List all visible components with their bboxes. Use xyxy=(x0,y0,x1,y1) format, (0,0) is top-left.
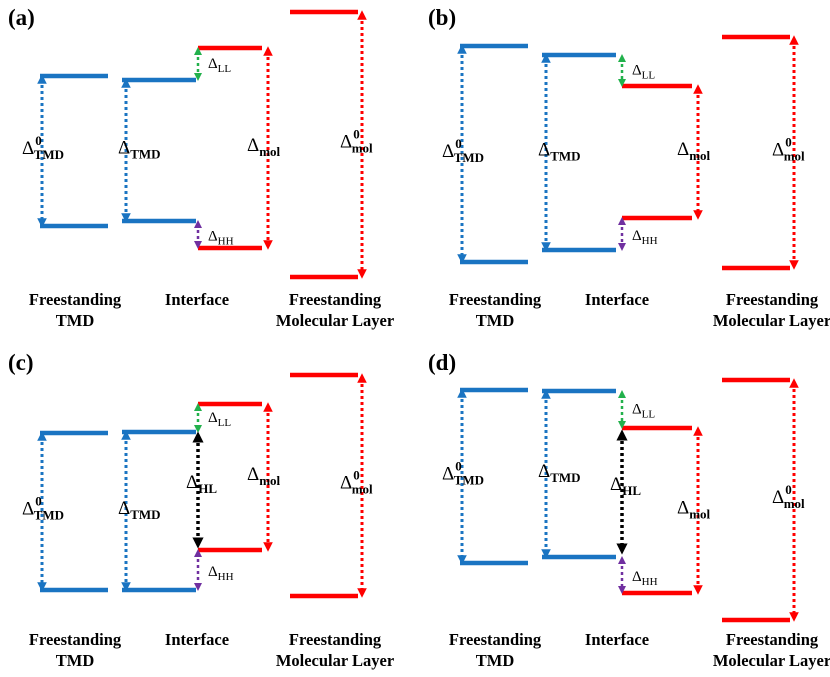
delta-ll-label: ΔLL xyxy=(208,56,231,75)
panel-label: (a) xyxy=(8,5,35,30)
interface-label: Interface xyxy=(165,290,229,309)
panel-label: (b) xyxy=(428,5,456,30)
panel-label: (d) xyxy=(428,350,456,375)
freestanding-mol-label: Freestanding xyxy=(726,290,819,309)
panel-label: (c) xyxy=(8,350,34,375)
freestanding-mol-label-line2: Molecular Layer xyxy=(713,651,830,670)
delta-tmd-label: ΔTMD xyxy=(538,461,581,485)
freestanding-mol-label: Freestanding xyxy=(289,630,382,649)
delta-hh-label: ΔHH xyxy=(632,569,658,588)
delta-hh-label: ΔHH xyxy=(208,229,234,248)
freestanding-tmd-label-line2: TMD xyxy=(476,311,515,330)
delta-hh-label: ΔHH xyxy=(208,564,234,583)
freestanding-mol-label-line2: Molecular Layer xyxy=(713,311,830,330)
freestanding-tmd-label-line2: TMD xyxy=(476,651,515,670)
delta-tmd-label: ΔTMD xyxy=(118,498,161,522)
freestanding-mol-label-line2: Molecular Layer xyxy=(276,311,394,330)
delta-hl-label: ΔHL xyxy=(610,474,641,498)
freestanding-tmd-label: Freestanding xyxy=(29,290,122,309)
freestanding-tmd-label: Freestanding xyxy=(449,630,542,649)
delta-ll-label: ΔLL xyxy=(632,63,655,82)
delta-mol-label: Δmol xyxy=(677,139,711,163)
freestanding-mol-label: Freestanding xyxy=(726,630,819,649)
delta-hl-label: ΔHL xyxy=(186,472,217,496)
delta-mol-label: Δmol xyxy=(677,498,711,522)
delta-ll-label: ΔLL xyxy=(632,402,655,421)
freestanding-tmd-label: Freestanding xyxy=(29,630,122,649)
interface-label: Interface xyxy=(165,630,229,649)
delta-hh-label: ΔHH xyxy=(632,228,658,247)
delta-ll-label: ΔLL xyxy=(208,410,231,429)
freestanding-tmd-label-line2: TMD xyxy=(56,651,95,670)
interface-label: Interface xyxy=(585,630,649,649)
freestanding-tmd-label-line2: TMD xyxy=(56,311,95,330)
delta-mol-label: Δmol xyxy=(247,135,281,159)
interface-label: Interface xyxy=(585,290,649,309)
freestanding-mol-label-line2: Molecular Layer xyxy=(276,651,394,670)
freestanding-tmd-label: Freestanding xyxy=(449,290,542,309)
delta-tmd-label: ΔTMD xyxy=(538,140,581,164)
delta-mol-label: Δmol xyxy=(247,464,281,488)
delta-tmd-label: ΔTMD xyxy=(118,138,161,162)
freestanding-mol-label: Freestanding xyxy=(289,290,382,309)
